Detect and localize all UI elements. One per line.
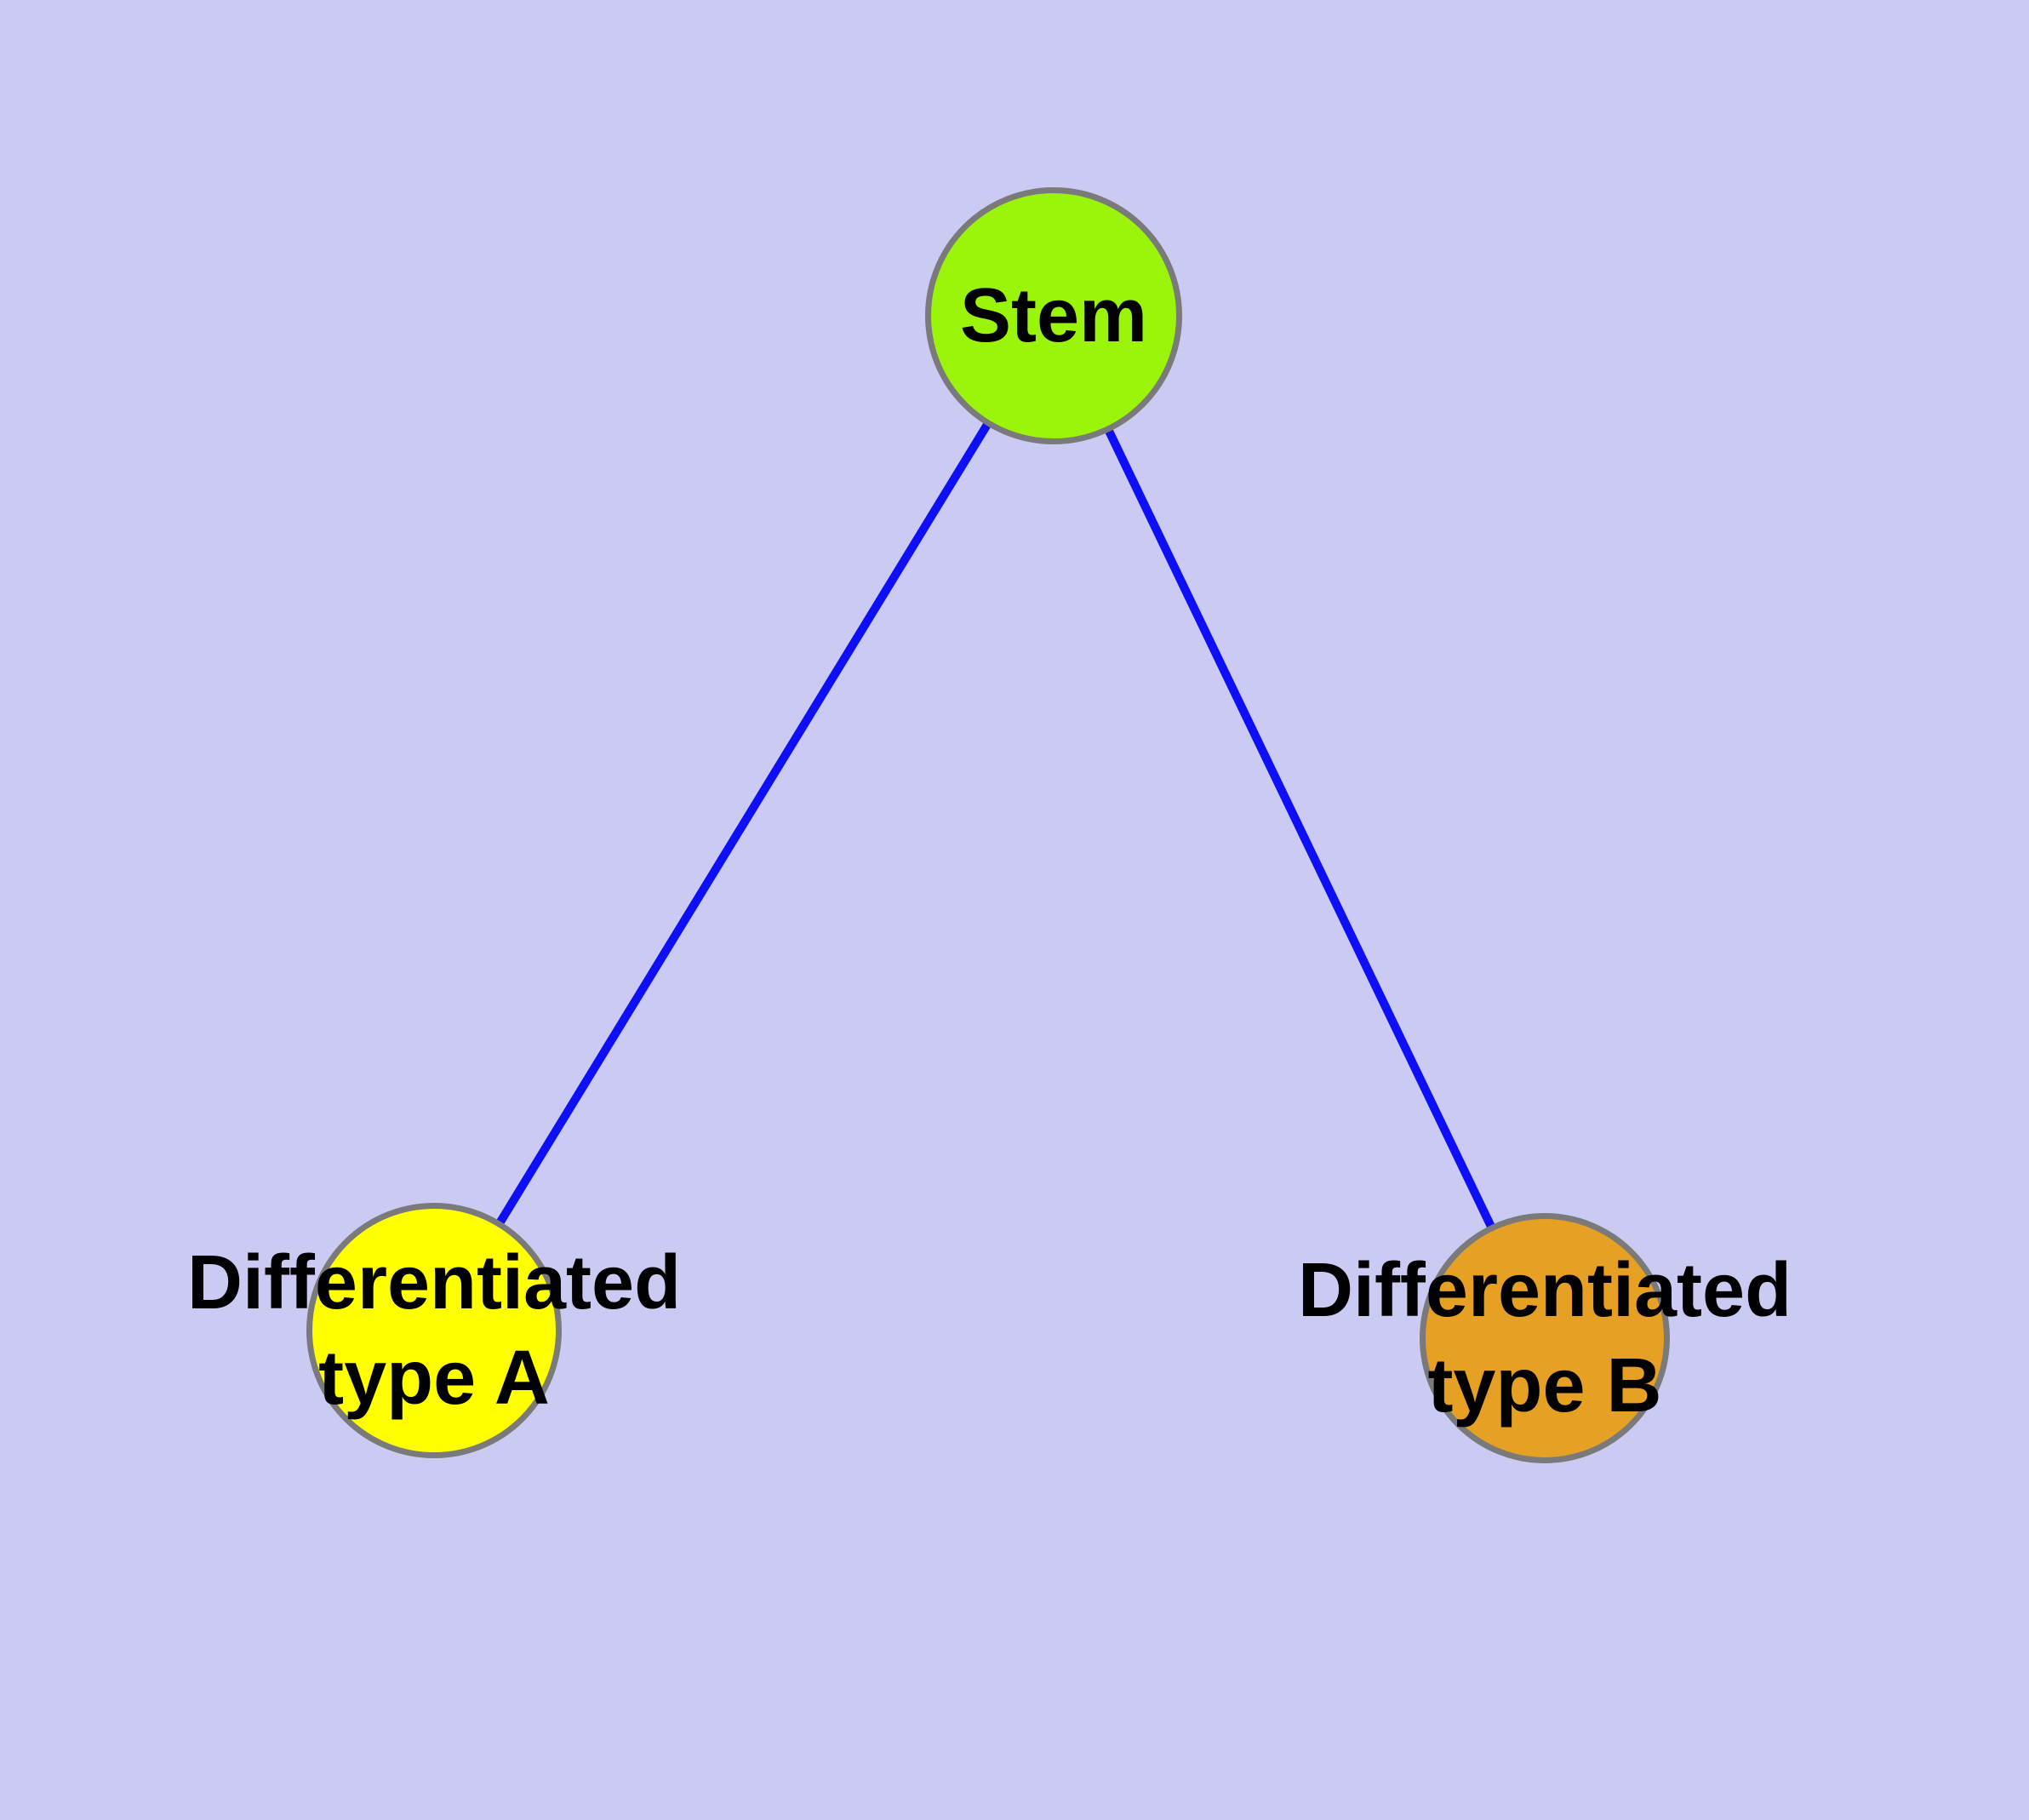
node-stem[interactable] <box>925 187 1182 444</box>
edge-stem-to-type-a <box>430 313 1058 1333</box>
node-differentiated-type-a[interactable] <box>306 1203 562 1458</box>
edge-stem-to-type-b <box>1049 313 1549 1341</box>
node-differentiated-type-b[interactable] <box>1420 1213 1670 1463</box>
